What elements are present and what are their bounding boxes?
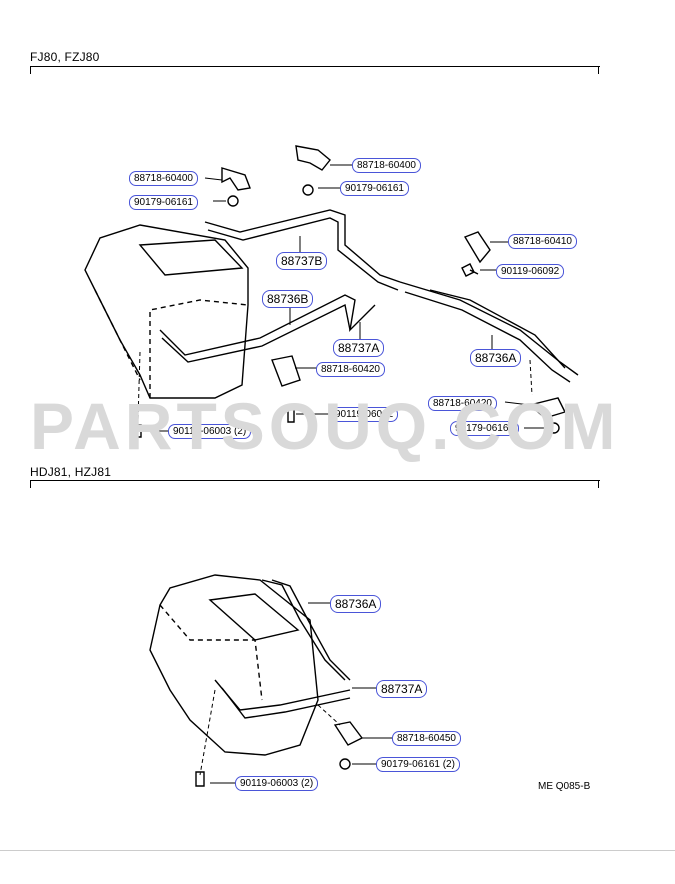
part-label-88736b[interactable]: 88736B — [262, 290, 314, 308]
part-label-90179-06161-left[interactable]: 90179-06161 — [129, 195, 198, 210]
nut-90179-06161-a — [227, 195, 239, 207]
fuel-tank-edge-2 — [159, 604, 263, 701]
clamp-88718-60420-right — [528, 397, 566, 419]
divider-tick-left-2 — [30, 480, 31, 488]
bolt-90119-06092 — [461, 263, 479, 277]
watermark: PARTSOUQ.COM — [30, 389, 620, 463]
fuel-tank-edge — [149, 299, 249, 398]
part-label-88718-60400-left[interactable]: 88718-60400 — [129, 171, 198, 186]
pipe-88736b-2 — [161, 303, 351, 363]
pipe-88736a-2 — [404, 291, 571, 383]
bolt-90119-06003-2 — [195, 771, 205, 787]
section-title-hdj81: HDJ81, HZJ81 — [30, 465, 112, 479]
section-divider-bottom — [30, 480, 600, 481]
divider-tick-right-2 — [598, 480, 599, 488]
clamp-88718-60450 — [333, 721, 364, 746]
part-label-90119-06092-right[interactable]: 90119-06092 — [496, 264, 565, 279]
clamp-88718-60410 — [463, 231, 491, 264]
part-label-88718-60410[interactable]: 88718-60410 — [508, 234, 577, 249]
part-label-90179-06161-2[interactable]: 90179-06161 (2) — [376, 757, 460, 772]
pipe-88736a-2b — [271, 579, 351, 681]
part-label-90119-06092-center[interactable]: 90119-06092 — [330, 407, 399, 422]
fuel-tank-outline — [84, 224, 249, 399]
pipe-88736a-2 — [261, 579, 346, 681]
pipe-88736a — [399, 281, 579, 376]
pipe-88737a-2b — [221, 687, 351, 719]
nut-90179-06161-b — [302, 184, 314, 196]
part-label-88737a-2[interactable]: 88737A — [376, 680, 428, 698]
clamp-88718-60400-top — [295, 145, 331, 171]
fuel-tank-top-panel-2 — [208, 593, 300, 641]
part-label-88718-60420-right[interactable]: 88718-60420 — [428, 396, 497, 411]
fuel-tank-outline-2 — [149, 574, 319, 756]
part-label-88737b[interactable]: 88737B — [276, 252, 328, 270]
clamp-88718-60420 — [271, 355, 301, 387]
divider-tick-right — [598, 66, 599, 74]
clamp-88718-60400-left — [221, 167, 251, 191]
nut-90179-06161-d — [339, 758, 351, 770]
bolt-90119-06003 — [132, 424, 142, 438]
section-title-fj80: FJ80, FZJ80 — [30, 50, 100, 64]
part-label-88737a[interactable]: 88737A — [333, 339, 385, 357]
part-label-88718-60420-center[interactable]: 88718-60420 — [316, 362, 385, 377]
pipe-88736a-3 — [429, 289, 566, 369]
part-label-88736a-2[interactable]: 88736A — [330, 595, 382, 613]
part-label-88718-60450[interactable]: 88718-60450 — [392, 731, 461, 746]
part-label-90119-06003[interactable]: 90119-06003 (2) — [168, 424, 252, 439]
fuel-tank-hidden-edge — [94, 289, 141, 381]
part-label-90179-06161-top[interactable]: 90179-06161 — [340, 181, 409, 196]
reference-code: ME Q085-B — [538, 781, 591, 792]
bottom-divider — [0, 850, 675, 851]
section-divider-top — [30, 66, 600, 67]
part-label-90119-06003-2[interactable]: 90119-06003 (2) — [235, 776, 319, 791]
fuel-tank-top-panel — [138, 239, 244, 276]
bolt-90119-06092-2 — [287, 405, 295, 423]
divider-tick-left — [30, 66, 31, 74]
part-label-88736a[interactable]: 88736A — [470, 349, 522, 367]
part-label-88718-60400-top[interactable]: 88718-60400 — [352, 158, 421, 173]
nut-90179-06161-c — [548, 422, 560, 434]
part-label-90179-06161-right[interactable]: 90179-06161 — [450, 421, 519, 436]
pipe-88737b-2 — [207, 217, 399, 291]
pipe-88737b — [204, 209, 401, 283]
